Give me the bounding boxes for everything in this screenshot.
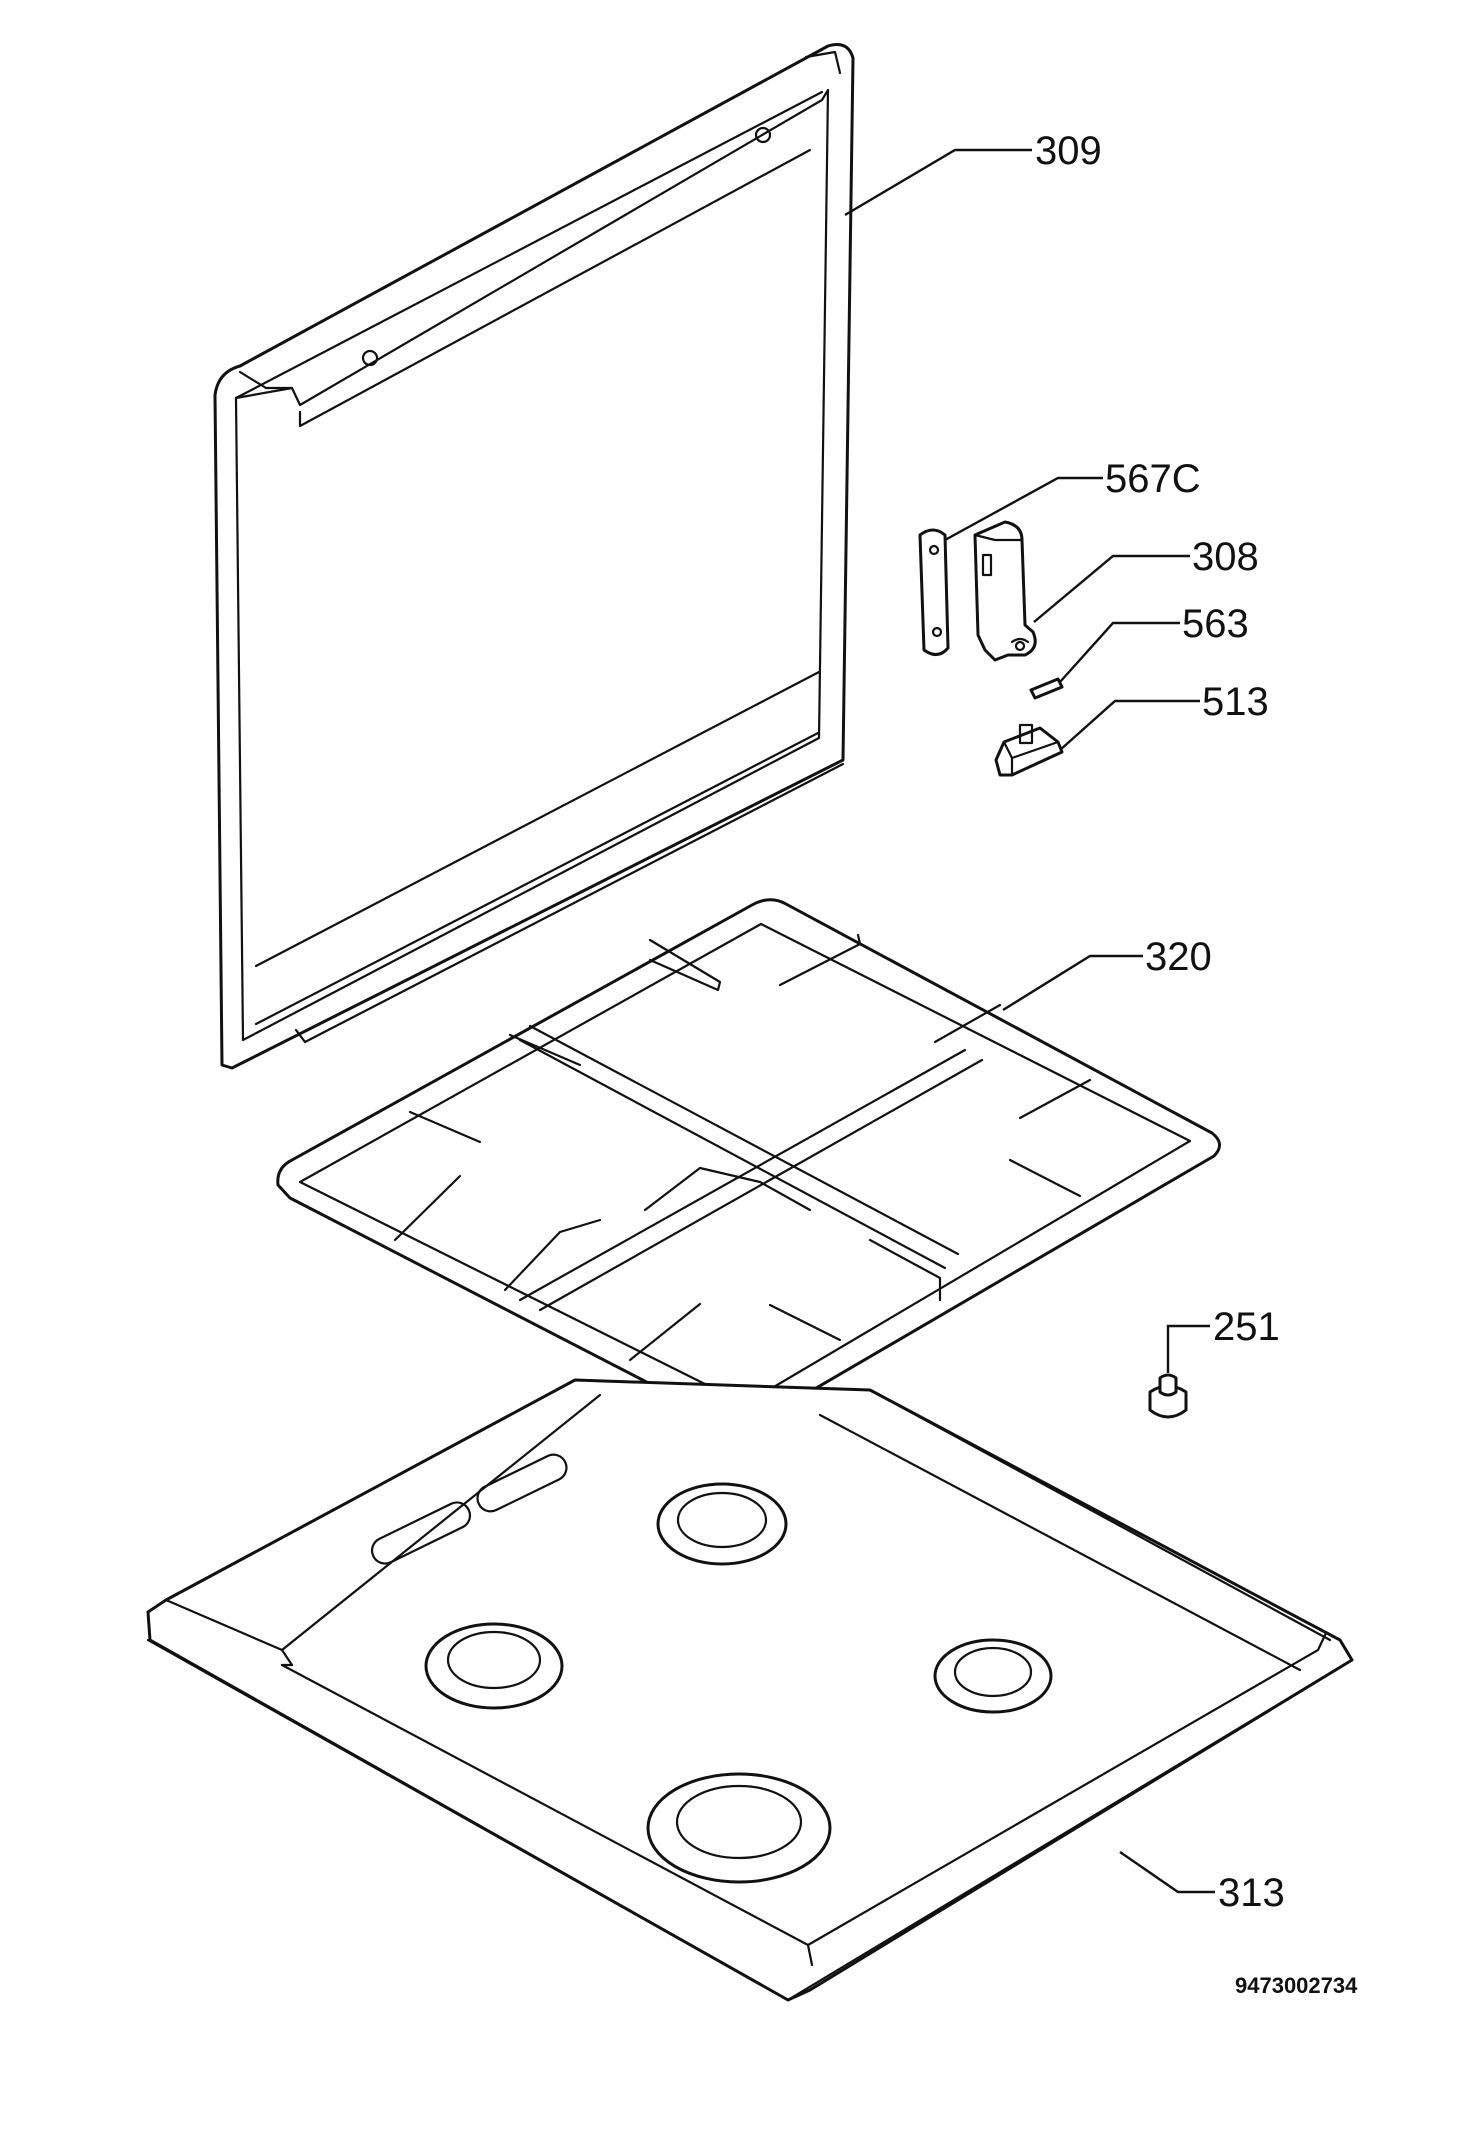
callout-251: 251: [1213, 1305, 1280, 1349]
leader-563: [1059, 621, 1180, 683]
part-309-lid[interactable]: [213, 43, 855, 1070]
document-number: 9473002734: [1235, 1973, 1358, 1998]
leader-lines: [844, 148, 1215, 1894]
leader-320: [1002, 954, 1143, 1012]
leader-251: [1166, 1324, 1210, 1373]
part-567c-hinge-plate[interactable]: [918, 528, 950, 656]
callout-513: 513: [1202, 680, 1269, 724]
part-251-cap[interactable]: [1148, 1373, 1188, 1419]
callout-563: 563: [1182, 602, 1249, 646]
part-513-hinge-bracket[interactable]: [994, 723, 1064, 777]
callout-308: 308: [1192, 535, 1259, 579]
part-563-pin[interactable]: [1029, 677, 1064, 700]
part-313-hob-tray[interactable]: [146, 1378, 1354, 2002]
callout-320: 320: [1145, 935, 1212, 979]
callout-313: 313: [1218, 1871, 1285, 1915]
callout-labels: 309 567C 308 563 513 320 251 313: [1035, 129, 1285, 1915]
leader-513: [1059, 699, 1200, 751]
leader-309: [844, 148, 1032, 217]
callout-309: 309: [1035, 129, 1102, 173]
leader-308: [1033, 554, 1190, 623]
part-308-hinge-body[interactable]: [973, 520, 1037, 662]
leader-313: [1119, 1851, 1215, 1894]
callout-567c: 567C: [1105, 457, 1201, 501]
part-320-pan-support-grid[interactable]: [276, 898, 1221, 1428]
leader-567c: [944, 476, 1103, 542]
